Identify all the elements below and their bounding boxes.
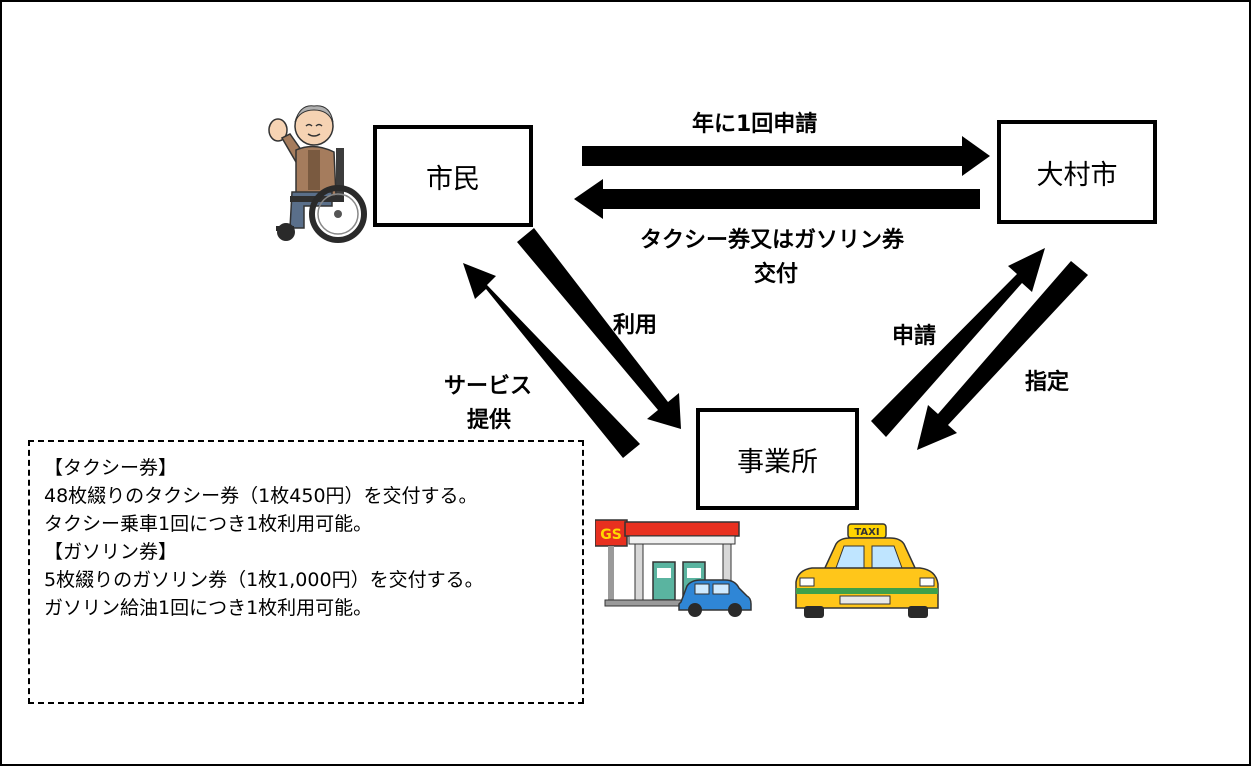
label-designate: 指定 [1025,370,1070,395]
arrow-citizen-to-city [582,136,990,176]
gas-station-illustration: GS [595,519,752,617]
arrow-office-to-city [871,248,1045,437]
arrow-citizen-to-office [517,228,681,429]
taxi-illustration: TAXI [795,523,939,618]
node-citizen: 市民 [373,125,533,227]
label-issue-line2: 交付 [754,262,799,287]
label-issue-line1: タクシー券又はガソリン券 [640,228,905,253]
label-service-line2: 提供 [467,408,512,433]
node-omura-city-label: 大村市 [1036,159,1118,191]
label-use: 利用 [613,313,658,338]
wheelchair-person-illustration [268,105,367,243]
arrow-city-to-office [917,261,1088,450]
note-taxi-usage: タクシー乗車1回につき1枚利用可能。 [44,513,373,535]
gas-sign-text: GS [600,527,622,543]
taxi-sign-text: TAXI [854,527,879,538]
label-apply-yearly: 年に1回申請 [692,112,818,137]
arrow-city-to-citizen [574,179,980,219]
node-office-label: 事業所 [737,446,818,478]
note-gas-heading: 【ガソリン券】 [44,541,178,563]
note-taxi-heading: 【タクシー券】 [44,457,178,479]
node-citizen-label: 市民 [426,163,480,195]
arrow-office-to-citizen [463,263,640,458]
note-taxi-detail: 48枚綴りのタクシー券（1枚450円）を交付する。 [44,485,478,507]
label-apply: 申請 [892,324,937,349]
note-gas-usage: ガソリン給油1回につき1枚利用可能。 [44,597,373,619]
node-omura-city: 大村市 [997,120,1157,224]
label-service-line1: サービス [444,374,533,399]
note-gas-detail: 5枚綴りのガソリン券（1枚1,000円）を交付する。 [44,569,484,591]
node-office: 事業所 [696,408,859,510]
note-box: 【タクシー券】 48枚綴りのタクシー券（1枚450円）を交付する。 タクシー乗車… [28,440,584,704]
